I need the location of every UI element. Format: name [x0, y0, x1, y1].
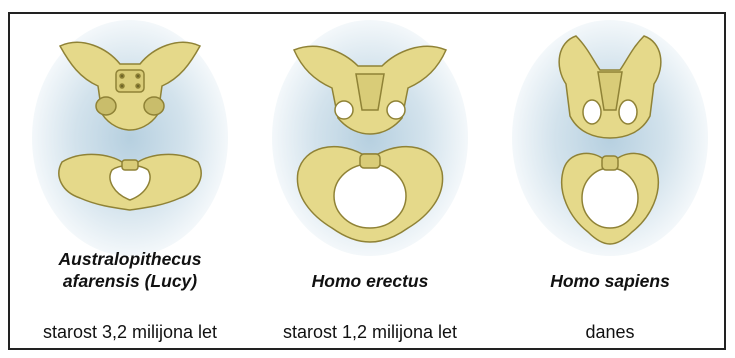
panel-australopithecus: Australopithecus afarensis (Lucy) [12, 14, 248, 264]
panel-homo-erectus: Homo erectus [252, 14, 488, 264]
species-name: Homo erectus [252, 270, 488, 292]
pelvis-homo-erectus-icon [252, 14, 488, 254]
pelvis-australopithecus-icon [12, 14, 248, 254]
panel-homo-sapiens: Homo sapiens [492, 14, 728, 264]
species-name-line2: afarensis (Lucy) [12, 270, 248, 292]
age-label-homo-sapiens: danes [492, 322, 728, 343]
species-name-line1: Australopithecus [12, 248, 248, 270]
age-label-homo-erectus: starost 1,2 milijona let [252, 322, 488, 343]
pelvis-homo-sapiens-icon [492, 14, 728, 254]
species-name: Homo sapiens [492, 270, 728, 292]
age-label-australopithecus: starost 3,2 milijona let [12, 322, 248, 343]
